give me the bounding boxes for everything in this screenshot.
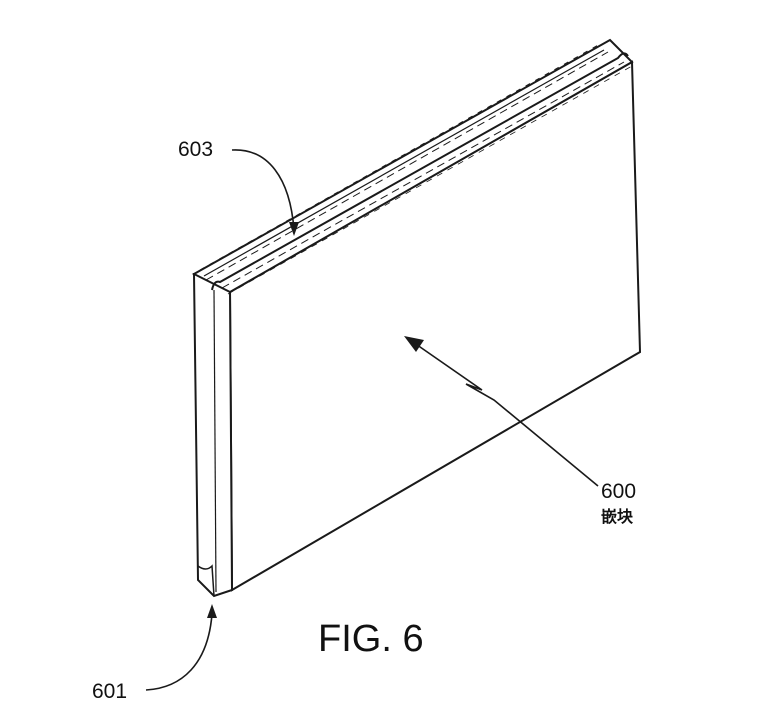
leader-603 — [231, 149, 295, 231]
leader-601 — [145, 613, 213, 691]
top-groove — [211, 52, 629, 291]
leader-600 — [409, 339, 599, 487]
top-groove-inner — [203, 49, 605, 277]
label-600: 600 — [601, 480, 637, 503]
bottom-notch — [197, 564, 215, 597]
top-texture-2 — [221, 61, 625, 289]
figure-caption: FIG. 6 — [318, 618, 424, 660]
side-edge-line — [213, 289, 217, 593]
leader-600-arrowhead — [404, 336, 424, 352]
label-600-subtitle: 嵌块 — [601, 507, 634, 526]
label-603: 603 — [178, 138, 214, 161]
tile-side-face — [192, 268, 234, 598]
top-texture-4 — [227, 65, 633, 295]
leader-601-arrowhead — [207, 604, 217, 618]
tile-top-face — [191, 38, 634, 294]
label-601: 601 — [92, 680, 128, 703]
leader-603-arrowhead — [289, 222, 299, 236]
